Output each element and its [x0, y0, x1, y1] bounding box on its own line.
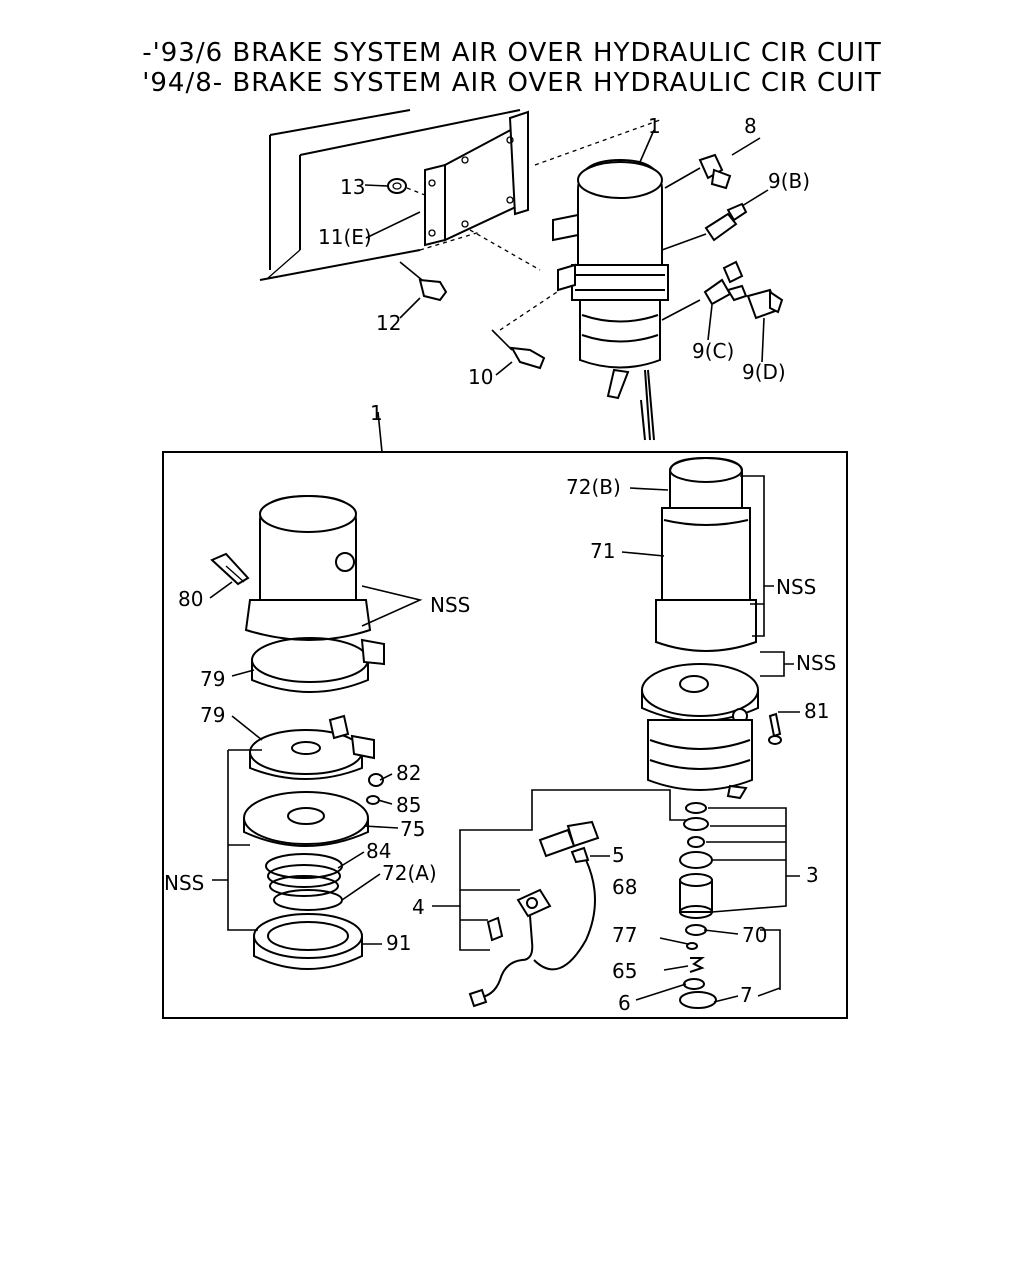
- part-85-washer: [366, 795, 380, 805]
- part-77-ring: [686, 942, 698, 950]
- label-part-9b: 9(B): [768, 169, 810, 193]
- label-part-3: 3: [806, 863, 819, 887]
- part-79-upper-clamp-ring: [251, 637, 385, 693]
- part-80-bolt: [210, 552, 250, 586]
- label-part-6: 6: [618, 991, 631, 1015]
- label-nss-right-upper: NSS: [776, 575, 816, 599]
- label-part-9d: 9(D): [742, 360, 786, 384]
- label-part-85: 85: [396, 793, 421, 817]
- label-part-65: 65: [612, 959, 637, 983]
- detail-box: [162, 451, 848, 1019]
- label-part-1-detail: 1: [370, 401, 383, 425]
- label-part-71: 71: [590, 539, 615, 563]
- part-71-right-cylinder: [655, 507, 757, 652]
- part-12-bolt: [399, 229, 541, 302]
- label-nss-left-upper: NSS: [430, 593, 470, 617]
- part-91-ring: [253, 913, 363, 970]
- part-3-valve-stack: [679, 802, 713, 869]
- part-72a-seal: [273, 889, 343, 911]
- label-part-68: 68: [612, 875, 637, 899]
- label-part-9c: 9(C): [692, 339, 734, 363]
- label-part-13: 13: [340, 175, 365, 199]
- label-part-72b: 72(B): [566, 475, 621, 499]
- diagram-title-line-1: -'93/6 BRAKE SYSTEM AIR OVER HYDRAULIC C…: [142, 38, 882, 68]
- part-5-fitting: [538, 820, 600, 864]
- label-part-10: 10: [468, 365, 493, 389]
- part-9d-fitting: [746, 288, 784, 320]
- label-part-72a: 72(A): [382, 861, 437, 885]
- part-71-left-cylinder: [244, 494, 372, 641]
- label-part-81: 81: [804, 699, 829, 723]
- part-9b-fitting: [661, 202, 748, 251]
- part-68-valve-body: [679, 873, 713, 919]
- label-part-4: 4: [412, 895, 425, 919]
- label-part-75: 75: [400, 817, 425, 841]
- label-part-8: 8: [744, 114, 757, 138]
- right-lower-cylinder: [647, 719, 753, 800]
- part-6-piston: [683, 978, 705, 990]
- part-82-nut: [368, 773, 384, 787]
- part-79-lower-clamp-ring: [249, 714, 375, 780]
- label-part-70: 70: [742, 923, 767, 947]
- part-65-spring: [689, 957, 705, 973]
- label-part-79-upper: 79: [200, 667, 225, 691]
- part-8-elbow-fitting: [664, 153, 732, 190]
- label-part-77: 77: [612, 923, 637, 947]
- label-nss-right-mid: NSS: [796, 651, 836, 675]
- frame-rail: [259, 109, 661, 281]
- part-70-seal: [685, 924, 707, 936]
- part-81-bolt: [768, 712, 782, 745]
- label-part-91: 91: [386, 931, 411, 955]
- part-13-nut: [387, 178, 426, 196]
- air-over-hydraulic-booster-assembly: [552, 158, 669, 441]
- label-part-84: 84: [366, 839, 391, 863]
- part-75-diaphragm-plate: [243, 791, 369, 847]
- part-4-switch-harness: [468, 859, 596, 1008]
- diagram-title-line-2: '94/8- BRAKE SYSTEM AIR OVER HYDRAULIC C…: [142, 68, 882, 98]
- part-10-bolt: [491, 289, 561, 370]
- label-nss-left-lower: NSS: [164, 871, 204, 895]
- mounting-bracket: [424, 110, 529, 247]
- label-part-80: 80: [178, 587, 203, 611]
- label-part-11e: 11(E): [318, 225, 372, 249]
- label-part-12: 12: [376, 311, 401, 335]
- part-7-snap-ring: [679, 991, 717, 1009]
- label-part-7: 7: [740, 983, 753, 1007]
- label-part-1: 1: [648, 114, 661, 138]
- label-part-79-lower: 79: [200, 703, 225, 727]
- part-72b-cap: [669, 456, 743, 509]
- label-part-5: 5: [612, 843, 625, 867]
- label-part-82: 82: [396, 761, 421, 785]
- right-diaphragm-housing: [641, 663, 759, 724]
- part-9c-tee-fitting: [703, 260, 748, 306]
